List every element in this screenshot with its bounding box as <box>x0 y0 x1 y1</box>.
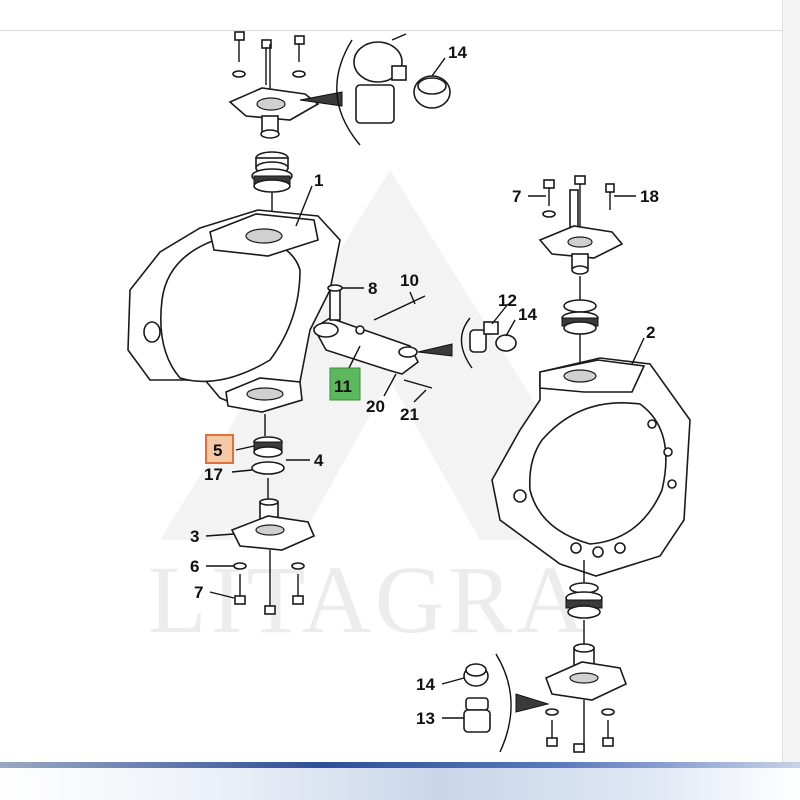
callout-3[interactable]: 3 <box>190 527 199 546</box>
bearing-stack-top <box>251 151 293 193</box>
detail-bracket <box>336 39 361 146</box>
callout-10[interactable]: 10 <box>400 271 419 290</box>
callout-11[interactable]: 11 <box>334 377 352 396</box>
top-right-flange-assembly <box>538 175 624 362</box>
callout-18[interactable]: 18 <box>640 187 659 206</box>
callout-2[interactable]: 2 <box>646 323 655 342</box>
callout-17[interactable]: 17 <box>204 465 223 484</box>
bottom-right-flange-assembly <box>495 582 628 753</box>
callout-7-top[interactable]: 7 <box>512 187 521 206</box>
top-divider <box>0 30 782 31</box>
exploded-parts-diagram: LITAGRA <box>127 31 691 753</box>
callout-12[interactable]: 12 <box>498 291 517 310</box>
callout-labels[interactable]: 14 1 7 18 8 10 12 14 2 11 20 21 5 4 17 3… <box>190 43 659 728</box>
callout-highlight-orange <box>205 434 234 464</box>
callout-5[interactable]: 5 <box>213 441 222 460</box>
callout-1[interactable]: 1 <box>314 171 323 190</box>
callout-4[interactable]: 4 <box>314 451 324 470</box>
vertical-scrollbar[interactable] <box>782 0 800 762</box>
callout-20[interactable]: 20 <box>366 397 385 416</box>
callout-14-bottom[interactable]: 14 <box>416 675 435 694</box>
detail-arrow <box>299 91 343 107</box>
bolt-group-top <box>232 31 306 90</box>
taskbar-accent <box>0 762 800 768</box>
grease-nipple-detail <box>353 33 407 124</box>
callout-6[interactable]: 6 <box>190 557 199 576</box>
callout-13[interactable]: 13 <box>416 709 435 728</box>
knuckle-housing-left <box>127 209 341 436</box>
bottom-left-flange-assembly <box>230 436 316 615</box>
callout-8[interactable]: 8 <box>368 279 377 298</box>
bottom-detail-parts <box>463 663 491 733</box>
callout-7-bottom[interactable]: 7 <box>194 583 203 602</box>
callout-14-top[interactable]: 14 <box>448 43 467 62</box>
grease-nipple-detail-mid <box>460 317 517 369</box>
callout-21[interactable]: 21 <box>400 405 419 424</box>
steering-arm <box>312 284 453 389</box>
callout-highlight-green <box>329 367 361 401</box>
top-flange-assembly <box>228 31 451 220</box>
knuckle-housing-right <box>491 357 691 584</box>
taskbar-strip <box>0 762 800 800</box>
cap-detail-top <box>413 75 451 109</box>
watermark-text: LITAGRA <box>148 546 590 653</box>
callout-14-mid[interactable]: 14 <box>518 305 537 324</box>
